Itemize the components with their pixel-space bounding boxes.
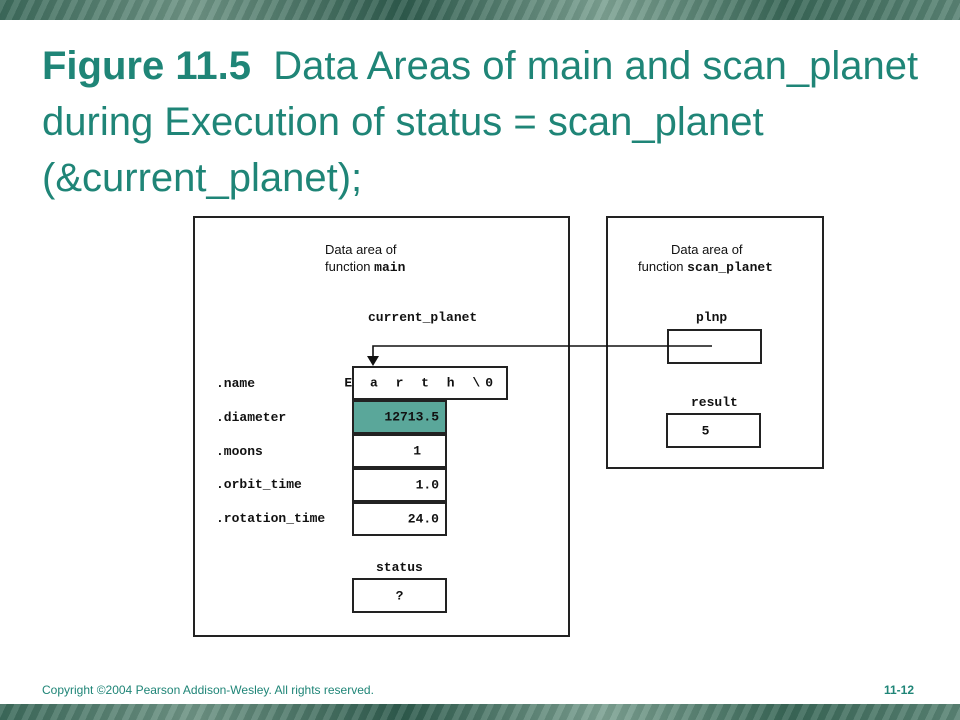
result-value: 5 <box>701 423 710 438</box>
status-cell: ? <box>352 578 447 613</box>
field-label-moons: .moons <box>216 444 263 459</box>
field-cell-rotation-time: 24.0 <box>352 502 447 536</box>
status-value: ? <box>395 588 404 603</box>
field-value-name: E a r t h \0 <box>344 375 498 391</box>
main-caption-line1: Data area of <box>325 242 397 257</box>
main-data-area <box>193 216 570 637</box>
field-cell-orbit-time: 1.0 <box>352 468 447 502</box>
field-value-diameter: 12713.5 <box>384 409 439 425</box>
result-cell: 5 <box>666 413 761 448</box>
bottom-decorative-band <box>0 704 960 720</box>
status-label: status <box>376 560 423 575</box>
figure-label: Figure 11.5 <box>42 44 251 88</box>
field-value-moons: 1 <box>413 443 421 459</box>
field-cell-diameter: 12713.5 <box>352 400 447 434</box>
top-decorative-band <box>0 0 960 20</box>
figure-title-text: Data Areas of main and scan_planet durin… <box>42 44 919 200</box>
field-label-orbit-time: .orbit_time <box>216 477 302 492</box>
field-value-rotation-time: 24.0 <box>407 511 439 527</box>
field-value-orbit-time: 1.0 <box>415 477 439 493</box>
scan-caption-line1: Data area of <box>671 242 743 257</box>
plnp-label: plnp <box>696 310 728 325</box>
result-label: result <box>691 395 738 410</box>
main-area-caption: Data area of function main <box>325 241 405 276</box>
field-label-rotation-time: .rotation_time <box>216 511 326 526</box>
field-cell-moons: 1 <box>352 434 447 468</box>
main-caption-function: main <box>374 260 406 275</box>
plnp-cell <box>667 329 762 364</box>
field-cell-name: E a r t h \0 <box>344 366 508 400</box>
copyright-text: Copyright ©2004 Pearson Addison-Wesley. … <box>42 683 374 697</box>
current-planet-label: current_planet <box>368 310 478 325</box>
page-number: 11-12 <box>884 683 915 697</box>
scan-caption-function: scan_planet <box>687 260 773 275</box>
scan-area-caption: Data area of function scan_planet <box>638 241 773 276</box>
field-label-diameter: .diameter <box>216 410 287 425</box>
field-label-name: .name <box>216 376 256 391</box>
main-caption-prefix: function <box>325 259 371 274</box>
slide-title: Figure 11.5 Data Areas of main and scan_… <box>42 38 922 206</box>
scan-caption-prefix: function <box>638 259 684 274</box>
